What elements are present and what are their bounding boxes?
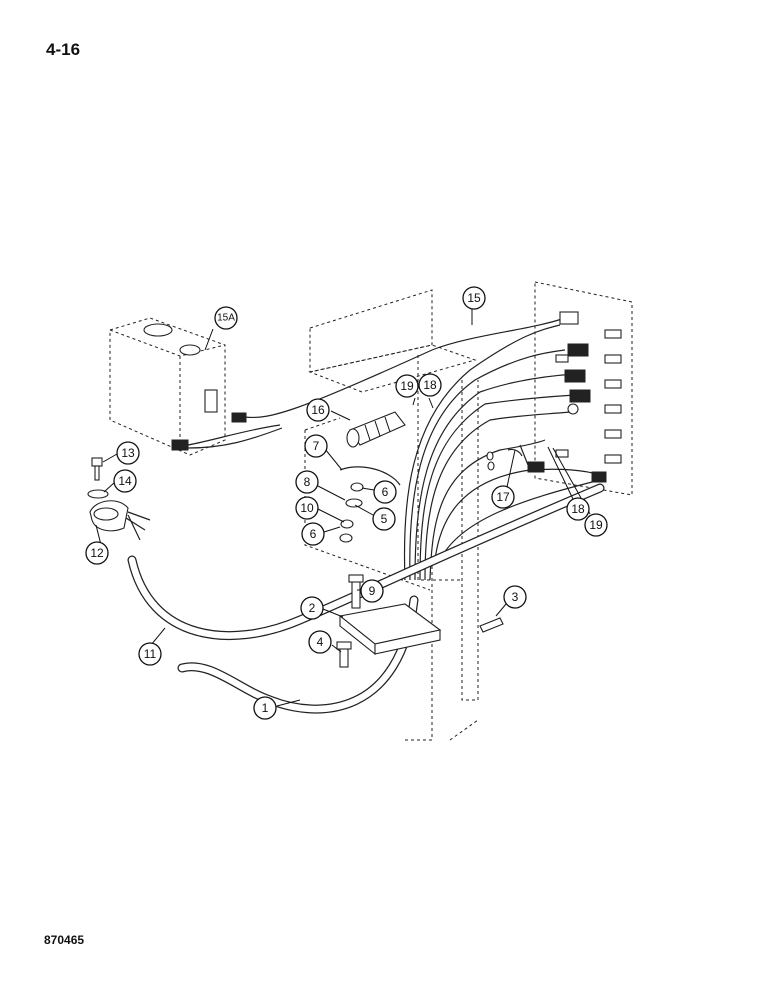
callout-19b: 19 <box>584 513 608 537</box>
callout-6a: 6 <box>373 480 397 504</box>
callout-9-label: 9 <box>369 584 376 598</box>
panel-sockets <box>555 329 622 464</box>
callout-10: 10 <box>295 496 319 520</box>
callout-6b-label: 6 <box>310 527 317 541</box>
switch-assembly <box>346 411 406 448</box>
callout-7: 7 <box>304 434 328 458</box>
callout-18a: 18 <box>418 373 442 397</box>
callout-17: 17 <box>491 485 515 509</box>
callout-1: 1 <box>253 696 277 720</box>
callout-19a-label: 19 <box>400 379 414 393</box>
callout-5-label: 5 <box>381 512 388 526</box>
callout-11: 11 <box>138 642 162 666</box>
callout-19a: 19 <box>395 374 419 398</box>
callout-4-label: 4 <box>317 635 324 649</box>
mounting-hardware <box>339 466 401 543</box>
callout-18b: 18 <box>566 497 590 521</box>
conduit-1 <box>178 596 418 713</box>
callout-15a-label: 15A <box>217 313 235 324</box>
harness-bundle <box>403 317 601 581</box>
mounting-bracket <box>304 289 479 741</box>
fasteners-17 <box>486 444 531 471</box>
callout-2-label: 2 <box>309 601 316 615</box>
grommet-assembly <box>87 457 151 541</box>
control-box <box>109 317 247 456</box>
drawing-code: 870465 <box>44 933 85 947</box>
callout-19b-label: 19 <box>589 518 603 532</box>
callout-13-label: 13 <box>121 446 135 460</box>
page-number: 4-16 <box>46 40 81 59</box>
callout-9: 9 <box>360 579 384 603</box>
callout-12: 12 <box>85 541 109 565</box>
callout-10-label: 10 <box>300 501 314 515</box>
callout-8: 8 <box>295 470 319 494</box>
callout-11-label: 11 <box>144 647 157 661</box>
callout-1-label: 1 <box>262 701 269 715</box>
callout-3-label: 3 <box>512 590 519 604</box>
callout-14: 14 <box>113 469 137 493</box>
callout-16-label: 16 <box>311 403 325 417</box>
callout-4: 4 <box>308 630 332 654</box>
callout-14-label: 14 <box>118 474 132 488</box>
callout-8-label: 8 <box>304 475 311 489</box>
callout-6b: 6 <box>301 522 325 546</box>
callout-3: 3 <box>503 585 527 609</box>
callout-17-label: 17 <box>496 490 510 504</box>
callout-2: 2 <box>300 596 324 620</box>
callout-6a-label: 6 <box>382 485 389 499</box>
callout-18b-label: 18 <box>571 502 585 516</box>
callout-7-label: 7 <box>313 439 320 453</box>
callout-13: 13 <box>116 441 140 465</box>
callout-18a-label: 18 <box>423 378 437 392</box>
callout-15: 15 <box>462 286 486 310</box>
callout-15-label: 15 <box>467 291 481 305</box>
connector-panel <box>534 281 633 496</box>
callout-16: 16 <box>306 398 330 422</box>
callout-5: 5 <box>372 507 396 531</box>
clamp-block <box>336 574 504 668</box>
harness-connectors <box>527 311 607 483</box>
callout-12-label: 12 <box>90 546 104 560</box>
callout-15a: 15A <box>214 306 238 330</box>
